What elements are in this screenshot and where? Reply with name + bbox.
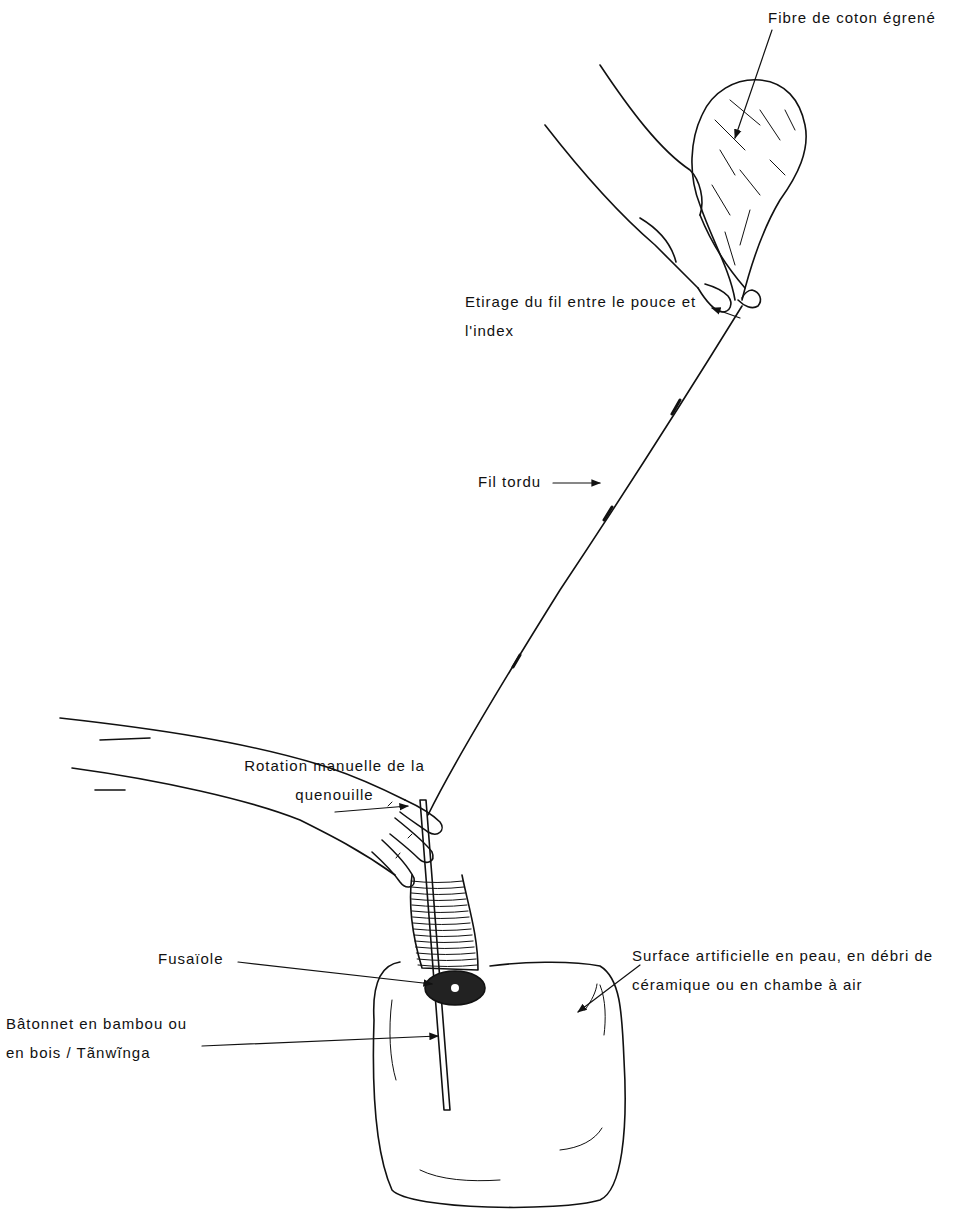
part-label: Fibre de coton égrené <box>768 4 958 33</box>
cotton-strands <box>712 100 795 265</box>
part-label: Surface artificielle en peau, en débri d… <box>632 942 954 999</box>
yarn-winding <box>413 917 469 919</box>
lower-hand <box>95 738 150 790</box>
yarn-winding <box>413 923 470 925</box>
leader-line <box>735 30 772 138</box>
part-label: Fil tordu <box>478 468 558 497</box>
finger <box>372 840 414 887</box>
yarn-winding <box>417 959 476 961</box>
part-label: Etirage du fil entre le pouce et l'index <box>465 288 727 345</box>
yarn-winding <box>416 953 475 955</box>
yarn-winding <box>414 935 472 937</box>
yarn-winding <box>411 893 465 895</box>
wound-yarn <box>410 875 478 970</box>
thread-thickening <box>513 400 680 667</box>
leader-line <box>335 806 408 812</box>
yarn-winding <box>411 881 463 883</box>
upper-hand <box>700 215 745 288</box>
whorl-hole <box>451 984 459 992</box>
finger-joint <box>388 802 412 858</box>
index-finger <box>738 290 760 308</box>
part-label: Bâtonnet en bambou ou en bois / Tãnwĩnga <box>6 1010 206 1067</box>
leader-line <box>202 1036 438 1046</box>
yarn-winding <box>415 941 473 943</box>
yarn-winding <box>412 911 468 913</box>
yarn-winding <box>414 929 472 931</box>
finger <box>400 800 442 834</box>
leader-line <box>712 308 740 318</box>
yarn-winding <box>416 947 475 949</box>
spinning-surface <box>373 962 625 1207</box>
surface-fold <box>390 984 605 1181</box>
finger <box>390 818 433 862</box>
lower-hand <box>72 768 395 875</box>
upper-hand <box>640 218 676 262</box>
cotton-fibre <box>692 80 806 300</box>
yarn-winding <box>412 905 467 907</box>
leader-line <box>238 962 432 984</box>
part-label: Fusaïole <box>158 945 248 974</box>
spindle-shaft <box>420 800 450 1110</box>
upper-hand <box>545 125 698 288</box>
yarn-winding <box>418 965 477 967</box>
whorl <box>425 971 485 1005</box>
twisted-thread <box>428 306 742 815</box>
leader-line <box>553 482 600 483</box>
leader-lines <box>202 30 772 1046</box>
thumb <box>698 284 731 312</box>
upper-hand <box>600 65 702 215</box>
leader-line <box>578 965 640 1012</box>
part-label: Rotation manuelle de la quenouille <box>232 752 437 809</box>
yarn-windings <box>411 881 477 967</box>
yarn-winding <box>411 887 464 889</box>
yarn-winding <box>412 899 466 901</box>
